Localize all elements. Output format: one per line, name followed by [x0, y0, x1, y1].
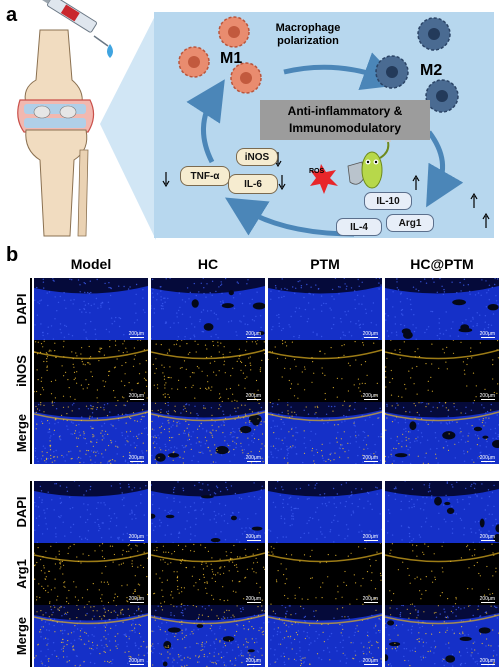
syringe-icon [37, 0, 113, 58]
column-header-2: HC [197, 256, 219, 272]
panel-letter-a: a [6, 4, 18, 26]
scale-bar: 200μm [245, 393, 261, 400]
micrograph-tile: 200μm [34, 481, 148, 543]
row-bracket [30, 402, 32, 464]
scale-bar: 200μm [479, 658, 495, 665]
m2-label: M2 [420, 62, 443, 79]
row-bracket [30, 278, 32, 340]
scale-bar: 200μm [245, 455, 261, 462]
column-header-1: Model [70, 256, 112, 272]
scale-bar: 200μm [128, 596, 144, 603]
row-bracket [30, 605, 32, 667]
scale-bar: 200μm [128, 534, 144, 541]
micrograph-tile: 200μm [268, 543, 382, 605]
scale-bar: 200μm [128, 393, 144, 400]
micrograph-tile: 200μm [34, 543, 148, 605]
scale-bar: 200μm [245, 331, 261, 338]
cytokine-il-6: IL-6 [228, 174, 278, 194]
knee-joint-illustration [17, 0, 113, 237]
micrograph-tile: 200μm [34, 605, 148, 667]
cytokine-il-10: IL-10 [364, 192, 412, 210]
scale-bar: 200μm [245, 658, 261, 665]
micrograph-tile: 200μm [151, 543, 265, 605]
micrograph-tile: 200μm [34, 402, 148, 464]
scale-bar: 200μm [128, 658, 144, 665]
micrograph-tile: 200μm [268, 605, 382, 667]
cytokine-il-4: IL-4 [336, 218, 382, 236]
column-header-3: PTM [310, 256, 340, 272]
cytokine-arg1: Arg1 [386, 214, 434, 232]
m1-macrophage-icon [178, 16, 262, 94]
row-label-3: Merge [14, 413, 29, 453]
scale-bar: 200μm [479, 596, 495, 603]
zoom-connector [100, 14, 156, 240]
cytokine-tnf-alpha: TNF-α [180, 166, 230, 186]
micrograph-tile: 200μm [268, 481, 382, 543]
micrograph-tile: 200μm [151, 402, 265, 464]
shield-icon [347, 161, 365, 185]
scale-bar: 200μm [479, 393, 495, 400]
scale-bar: 200μm [479, 331, 495, 338]
scale-bar: 200μm [245, 596, 261, 603]
polarization-cycle [162, 16, 490, 237]
micrograph-tile: 200μm [385, 543, 499, 605]
row-label-2: iNOS [14, 355, 29, 387]
scale-bar: 200μm [128, 331, 144, 338]
scale-bar: 200μm [245, 534, 261, 541]
scale-bar: 200μm [128, 455, 144, 462]
ros-label: ROS [309, 168, 325, 175]
m1-label: M1 [220, 50, 243, 67]
micrograph-tile: 200μm [268, 340, 382, 402]
scale-bar: 200μm [362, 331, 378, 338]
scale-bar: 200μm [362, 534, 378, 541]
micrograph-tile: 200μm [385, 278, 499, 340]
scale-bar: 200μm [362, 596, 378, 603]
macrophage-polarization-label: Macrophage polarization [275, 22, 341, 47]
scale-bar: 200μm [479, 455, 495, 462]
scale-bar: 200μm [362, 393, 378, 400]
center-effect-box: Anti-inflammatory & Immunomodulatory [260, 100, 430, 140]
micrograph-tile: 200μm [34, 340, 148, 402]
micrograph-tile: 200μm [151, 340, 265, 402]
row-label-4: DAPI [14, 496, 29, 528]
column-header-4: HC@PTM [410, 256, 474, 272]
polarization-arrow [283, 52, 403, 91]
row-bracket [30, 543, 32, 605]
micrograph-tile: 200μm [385, 402, 499, 464]
row-label-5: Arg1 [14, 559, 29, 589]
micrograph-tile: 200μm [385, 340, 499, 402]
mascot-icon [361, 136, 391, 189]
micrograph-tile: 200μm [268, 402, 382, 464]
m2-macrophage-icon [375, 17, 459, 113]
micrograph-tile: 200μm [151, 278, 265, 340]
micrograph-tile: 200μm [151, 481, 265, 543]
cytokine-inos: iNOS [236, 148, 278, 166]
ros-burst-icon [310, 164, 338, 194]
micrograph-tile: 200μm [385, 481, 499, 543]
scale-bar: 200μm [362, 658, 378, 665]
micrograph-tile: 200μm [34, 278, 148, 340]
row-bracket [30, 340, 32, 402]
scale-bar: 200μm [362, 455, 378, 462]
row-label-1: DAPI [14, 293, 29, 325]
micrograph-tile: 200μm [268, 278, 382, 340]
panel-letter-b: b [6, 244, 19, 266]
micrograph-tile: 200μm [151, 605, 265, 667]
micrograph-tile: 200μm [385, 605, 499, 667]
scale-bar: 200μm [479, 534, 495, 541]
row-bracket [30, 481, 32, 543]
row-label-6: Merge [14, 616, 29, 656]
